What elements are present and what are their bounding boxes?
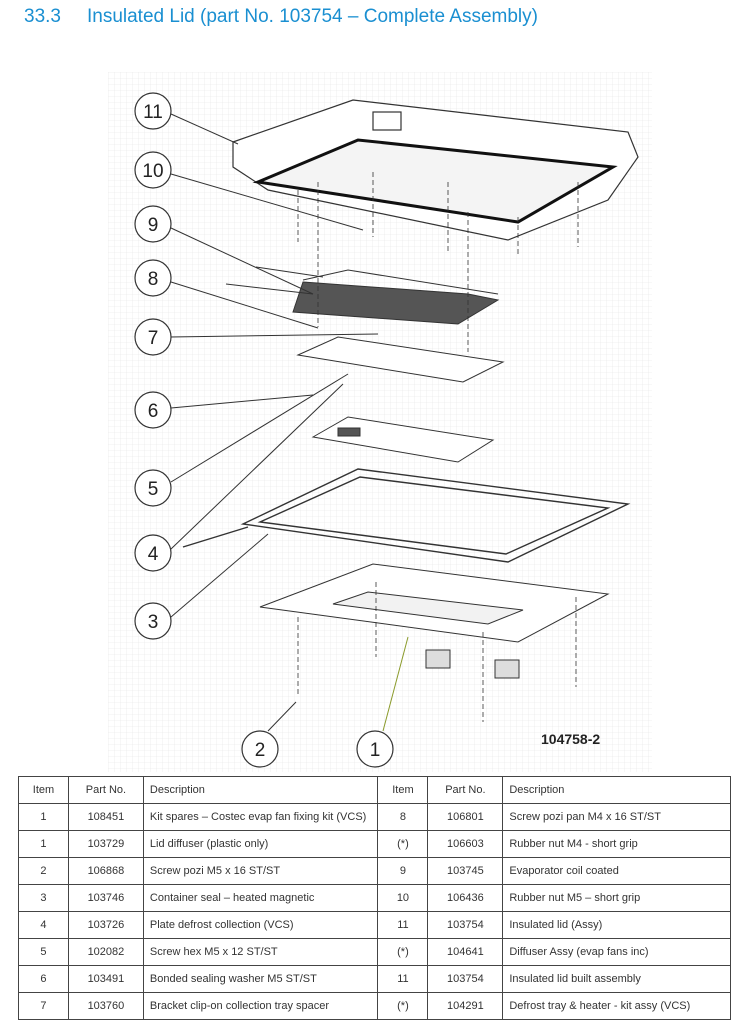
table-row: 4 103726 Plate defrost collection (VCS) … bbox=[18, 911, 731, 939]
cell-part-no: 106801 bbox=[427, 803, 504, 831]
cell-description: Rubber nut M5 – short grip bbox=[502, 884, 731, 912]
cell-item: 6 bbox=[18, 965, 69, 993]
callout-3: 3 bbox=[148, 612, 159, 633]
cell-part-no: 103745 bbox=[427, 857, 504, 885]
cell-part-no: 103754 bbox=[427, 965, 504, 993]
diagram-drawing: 11 10 9 8 7 6 5 4 3 2 1 104758-2 bbox=[108, 72, 652, 772]
cell-item: 4 bbox=[18, 911, 69, 939]
callout-11: 11 bbox=[143, 102, 163, 123]
figure-id: 104758-2 bbox=[541, 731, 600, 747]
callout-1: 1 bbox=[370, 740, 381, 761]
table-row: 5 102082 Screw hex M5 x 12 ST/ST (*) 104… bbox=[18, 938, 731, 966]
cell-description: Screw hex M5 x 12 ST/ST bbox=[142, 938, 379, 966]
cell-part-no: 106436 bbox=[427, 884, 504, 912]
cell-item: 5 bbox=[18, 938, 69, 966]
cell-part-no: 103726 bbox=[67, 911, 144, 939]
callout-7: 7 bbox=[148, 328, 159, 349]
cell-item: 1 bbox=[18, 803, 69, 831]
cell-description: Defrost tray & heater - kit assy (VCS) bbox=[502, 992, 731, 1020]
leader-lines bbox=[170, 113, 409, 732]
cell-part-no: 108451 bbox=[67, 803, 144, 831]
header-description: Description bbox=[142, 776, 379, 804]
cell-part-no: 106868 bbox=[67, 857, 144, 885]
section-heading: 33.3 Insulated Lid (part No. 103754 – Co… bbox=[24, 6, 538, 28]
insulated-lid-part bbox=[232, 99, 639, 241]
callout-8: 8 bbox=[148, 269, 159, 290]
table-row: 1 108451 Kit spares – Costec evap fan fi… bbox=[18, 803, 731, 831]
cell-item: 11 bbox=[377, 911, 429, 939]
cell-description: Evaporator coil coated bbox=[502, 857, 731, 885]
cell-description: Screw pozi M5 x 16 ST/ST bbox=[142, 857, 379, 885]
cell-part-no: 103491 bbox=[67, 965, 144, 993]
cell-description: Container seal – heated magnetic bbox=[142, 884, 379, 912]
cell-part-no: 104641 bbox=[427, 938, 504, 966]
cell-part-no: 102082 bbox=[67, 938, 144, 966]
cell-item: 11 bbox=[377, 965, 429, 993]
cell-item: (*) bbox=[377, 938, 429, 966]
cell-part-no: 104291 bbox=[427, 992, 504, 1020]
cell-item: 7 bbox=[18, 992, 69, 1020]
callout-10: 10 bbox=[142, 161, 163, 182]
table-row: 2 106868 Screw pozi M5 x 16 ST/ST 9 1037… bbox=[18, 857, 731, 885]
section-title: Insulated Lid (part No. 103754 – Complet… bbox=[86, 6, 538, 27]
callout-9: 9 bbox=[148, 215, 159, 236]
header-part-no: Part No. bbox=[67, 776, 144, 804]
header-item: Item bbox=[377, 776, 429, 804]
cell-item: 1 bbox=[18, 830, 69, 858]
callout-2: 2 bbox=[255, 740, 266, 761]
cell-item: (*) bbox=[377, 830, 429, 858]
cell-part-no: 103729 bbox=[67, 830, 144, 858]
table-row: 6 103491 Bonded sealing washer M5 ST/ST … bbox=[18, 965, 731, 993]
cell-description: Lid diffuser (plastic only) bbox=[142, 830, 379, 858]
cell-item: 9 bbox=[377, 857, 429, 885]
cell-item: 2 bbox=[18, 857, 69, 885]
parts-table: Item Part No. Description Item Part No. … bbox=[18, 776, 731, 1020]
cell-description: Bracket clip-on collection tray spacer bbox=[142, 992, 379, 1020]
cell-part-no: 103754 bbox=[427, 911, 504, 939]
callout-circles bbox=[134, 92, 394, 768]
evaporator-coil-part bbox=[225, 266, 500, 325]
section-number: 33.3 bbox=[24, 6, 61, 27]
table-header-row: Item Part No. Description Item Part No. … bbox=[18, 776, 731, 804]
bracket-plate-part bbox=[296, 336, 505, 383]
table-row: 7 103760 Bracket clip-on collection tray… bbox=[18, 992, 731, 1020]
cell-part-no: 103760 bbox=[67, 992, 144, 1020]
exploded-diagram: 11 10 9 8 7 6 5 4 3 2 1 104758-2 bbox=[108, 72, 652, 772]
seal-frame-part bbox=[182, 468, 631, 563]
cell-item: (*) bbox=[377, 992, 429, 1020]
cell-description: Insulated lid built assembly bbox=[502, 965, 731, 993]
cell-description: Plate defrost collection (VCS) bbox=[142, 911, 379, 939]
cell-item: 3 bbox=[18, 884, 69, 912]
cell-description: Rubber nut M4 - short grip bbox=[502, 830, 731, 858]
cell-item: 10 bbox=[377, 884, 429, 912]
cell-part-no: 106603 bbox=[427, 830, 504, 858]
diffuser-part bbox=[259, 563, 610, 679]
callout-6: 6 bbox=[148, 401, 159, 422]
table-row: 1 103729 Lid diffuser (plastic only) (*)… bbox=[18, 830, 731, 858]
header-item: Item bbox=[18, 776, 69, 804]
callout-5: 5 bbox=[148, 479, 159, 500]
assembly-guides bbox=[297, 172, 579, 722]
cell-description: Bonded sealing washer M5 ST/ST bbox=[142, 965, 379, 993]
heater-sheet-part bbox=[311, 416, 495, 463]
table-row: 3 103746 Container seal – heated magneti… bbox=[18, 884, 731, 912]
header-description: Description bbox=[502, 776, 731, 804]
cell-description: Screw pozi pan M4 x 16 ST/ST bbox=[502, 803, 731, 831]
header-part-no: Part No. bbox=[427, 776, 504, 804]
callout-4: 4 bbox=[148, 544, 159, 565]
cell-part-no: 103746 bbox=[67, 884, 144, 912]
cell-item: 8 bbox=[377, 803, 429, 831]
cell-description: Diffuser Assy (evap fans inc) bbox=[502, 938, 731, 966]
cell-description: Kit spares – Costec evap fan fixing kit … bbox=[142, 803, 379, 831]
cell-description: Insulated lid (Assy) bbox=[502, 911, 731, 939]
